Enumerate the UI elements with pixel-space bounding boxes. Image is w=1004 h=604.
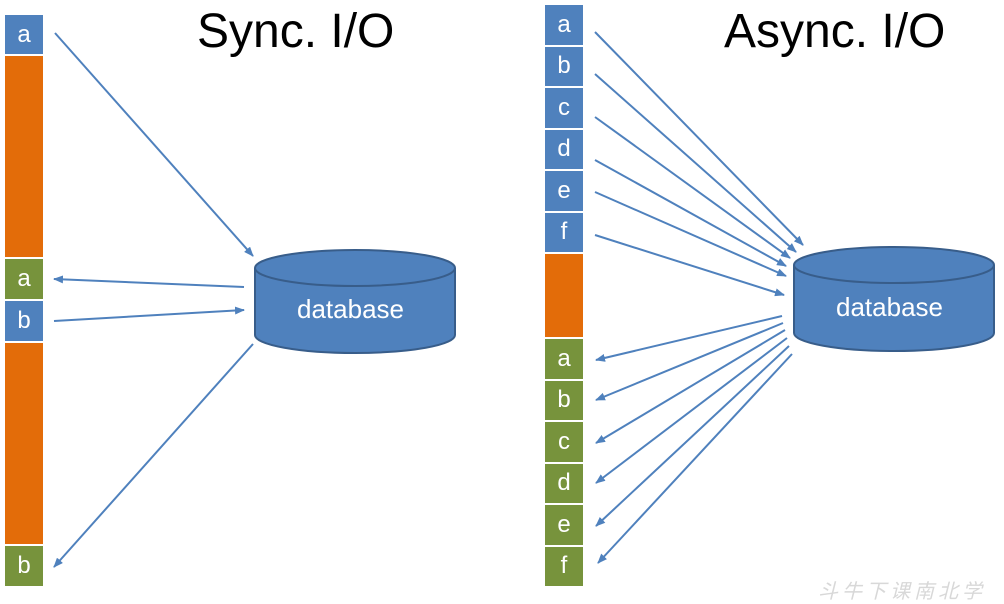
sync-database-label: database — [297, 294, 404, 324]
async-wait-block — [544, 253, 584, 338]
async-request-e: e — [544, 170, 584, 212]
sync-arrow-response-b — [53, 343, 254, 568]
async-database-icon — [793, 246, 995, 352]
sync-wait-block-1 — [4, 55, 44, 258]
async-request-a: a — [544, 4, 584, 46]
sync-response-a: a — [4, 258, 44, 300]
async-arrow-response-c — [595, 329, 786, 444]
sync-database-icon — [254, 249, 456, 354]
watermark: 斗牛下课南北学 — [818, 579, 986, 603]
sync-arrow-request-a — [54, 32, 254, 257]
async-arrow-response-d — [595, 337, 788, 484]
async-response-b: b — [544, 379, 584, 421]
async-request-d: d — [544, 128, 584, 170]
async-arrow-request-c — [594, 116, 791, 259]
sync-wait-block-2 — [4, 342, 44, 545]
async-response-c: c — [544, 421, 584, 463]
async-arrow-request-b — [594, 73, 797, 253]
async-arrow-request-f — [594, 234, 785, 297]
sync-title: Sync. I/O — [197, 5, 395, 58]
async-arrow-request-a — [594, 31, 804, 246]
async-arrow-response-a — [595, 315, 783, 362]
async-database-label: database — [836, 292, 943, 322]
sync-response-b: b — [4, 545, 44, 587]
sync-arrow-response-a — [53, 275, 245, 288]
async-request-c: c — [544, 87, 584, 129]
async-request-f: f — [544, 211, 584, 253]
sync-request-b: b — [4, 300, 44, 342]
async-request-b: b — [544, 45, 584, 87]
sync-request-a: a — [4, 14, 44, 55]
async-response-d: d — [544, 462, 584, 504]
async-title: Async. I/O — [724, 5, 946, 58]
async-response-f: f — [544, 545, 584, 587]
async-arrow-response-b — [595, 322, 784, 401]
async-arrow-response-e — [595, 345, 790, 527]
async-arrow-request-e — [594, 191, 787, 277]
async-response-e: e — [544, 504, 584, 546]
async-arrow-response-f — [597, 353, 793, 564]
sync-arrow-request-b — [53, 306, 245, 322]
async-arrow-request-d — [594, 159, 787, 267]
async-response-a: a — [544, 338, 584, 380]
